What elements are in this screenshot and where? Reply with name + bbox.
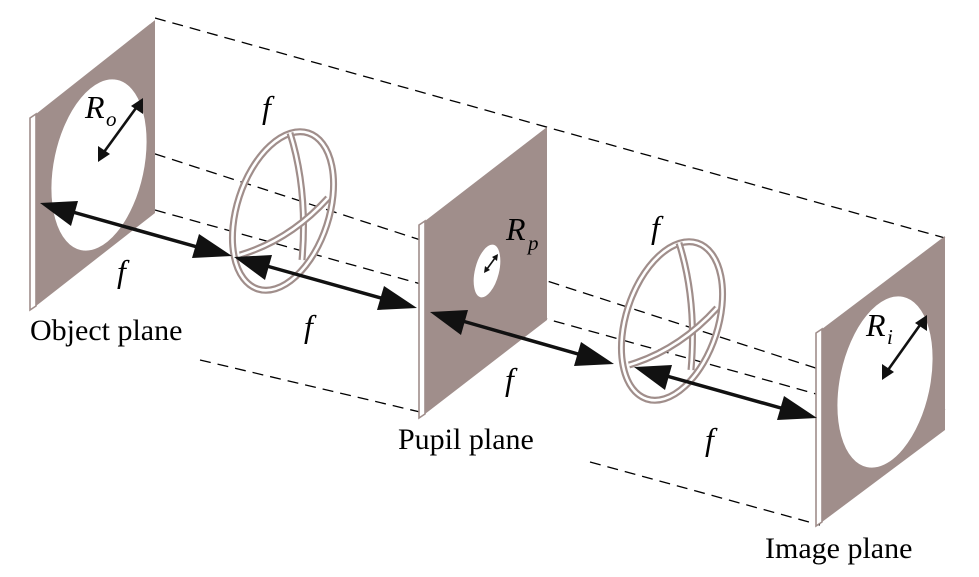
dashed-guide-bottom-left [199, 359, 421, 413]
pupil-aperture-rim [471, 242, 503, 300]
focal-label-lens-1: f [262, 89, 275, 125]
pupil-plane [418, 127, 547, 420]
object-plane [29, 16, 155, 312]
lens-1 [228, 128, 338, 294]
pupil-plane-label: Pupil plane [398, 423, 534, 456]
distance-arrow-1 [40, 201, 232, 258]
pupil-radius-subscript: p [526, 231, 539, 255]
dashed-guide-bottom-right [589, 461, 821, 526]
object-plane-label: Object plane [30, 314, 182, 347]
distance-arrow-2 [234, 255, 417, 310]
image-aperture-rim [835, 294, 935, 470]
focal-label-lens-2: f [651, 209, 664, 245]
object-aperture-rim [49, 77, 149, 253]
image-radius-symbol: R [865, 307, 886, 343]
focal-label-segment-1: f [117, 253, 130, 289]
pupil-plane-edge [418, 219, 426, 420]
distance-arrows [40, 201, 817, 420]
image-radius-arrow [882, 315, 927, 380]
pupil-radius-arrow [484, 254, 498, 273]
object-radius-arrow [98, 98, 143, 162]
object-radius-subscript: o [106, 107, 117, 131]
image-plane-edge [815, 327, 823, 528]
pupil-radius-symbol: R [505, 211, 526, 247]
focal-label-segment-3: f [505, 361, 518, 397]
text-labels: R o R p R i f f f f f f Object plane Pup… [30, 89, 912, 565]
image-radius-subscript: i [887, 325, 893, 349]
distance-arrow-3 [430, 310, 614, 366]
object-radius-symbol: R [84, 89, 105, 125]
dashed-guide-top [154, 17, 946, 239]
object-plane-edge [29, 112, 37, 312]
radius-arrows [98, 98, 927, 380]
lens-2 [617, 238, 727, 404]
distance-arrow-4 [634, 365, 817, 420]
focal-label-segment-2: f [304, 308, 317, 344]
focal-label-segment-4: f [705, 421, 718, 457]
image-plane [815, 236, 945, 528]
image-plane-label: Image plane [765, 532, 912, 565]
